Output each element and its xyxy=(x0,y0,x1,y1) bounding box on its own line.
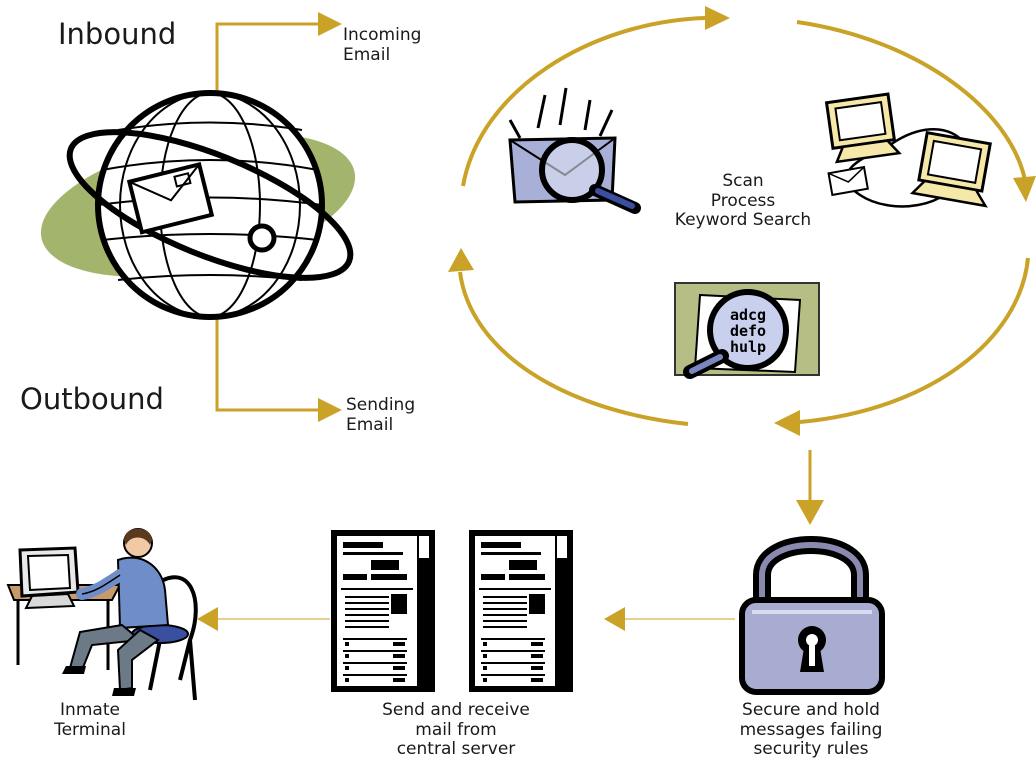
document-magnifier-icon: adcg defo hulp xyxy=(674,282,820,379)
outbound-connector xyxy=(215,308,342,422)
arrow-server-to-terminal xyxy=(197,607,330,631)
magnifier-text-1: adcg xyxy=(730,306,766,324)
process-cycle xyxy=(448,6,1036,436)
magnifier-text-3: hulp xyxy=(730,338,766,356)
terminal-label: Inmate Terminal xyxy=(54,700,126,740)
padlock-icon xyxy=(739,536,885,695)
envelope-magnifier-icon xyxy=(508,87,641,214)
arrow-lock-to-server xyxy=(604,607,735,631)
sending-email-label: Sending Email xyxy=(346,395,416,435)
magnifier-text-2: defo xyxy=(730,322,766,340)
down-arrow xyxy=(796,450,824,525)
server-rack-icon xyxy=(331,530,573,692)
secure-label: Secure and hold messages failing securit… xyxy=(739,700,883,760)
outbound-title: Outbound xyxy=(20,382,164,416)
server-rack xyxy=(331,530,435,692)
networked-computers-icon xyxy=(824,92,992,208)
incoming-email-label: Incoming Email xyxy=(343,25,422,65)
globe-envelope-icon xyxy=(40,90,356,320)
inbound-title: Inbound xyxy=(58,17,177,51)
server-label: Send and receive mail from central serve… xyxy=(382,700,530,760)
process-label: Scan Process Keyword Search xyxy=(674,171,812,231)
person-at-computer-icon xyxy=(6,528,198,701)
server-rack xyxy=(469,530,573,692)
